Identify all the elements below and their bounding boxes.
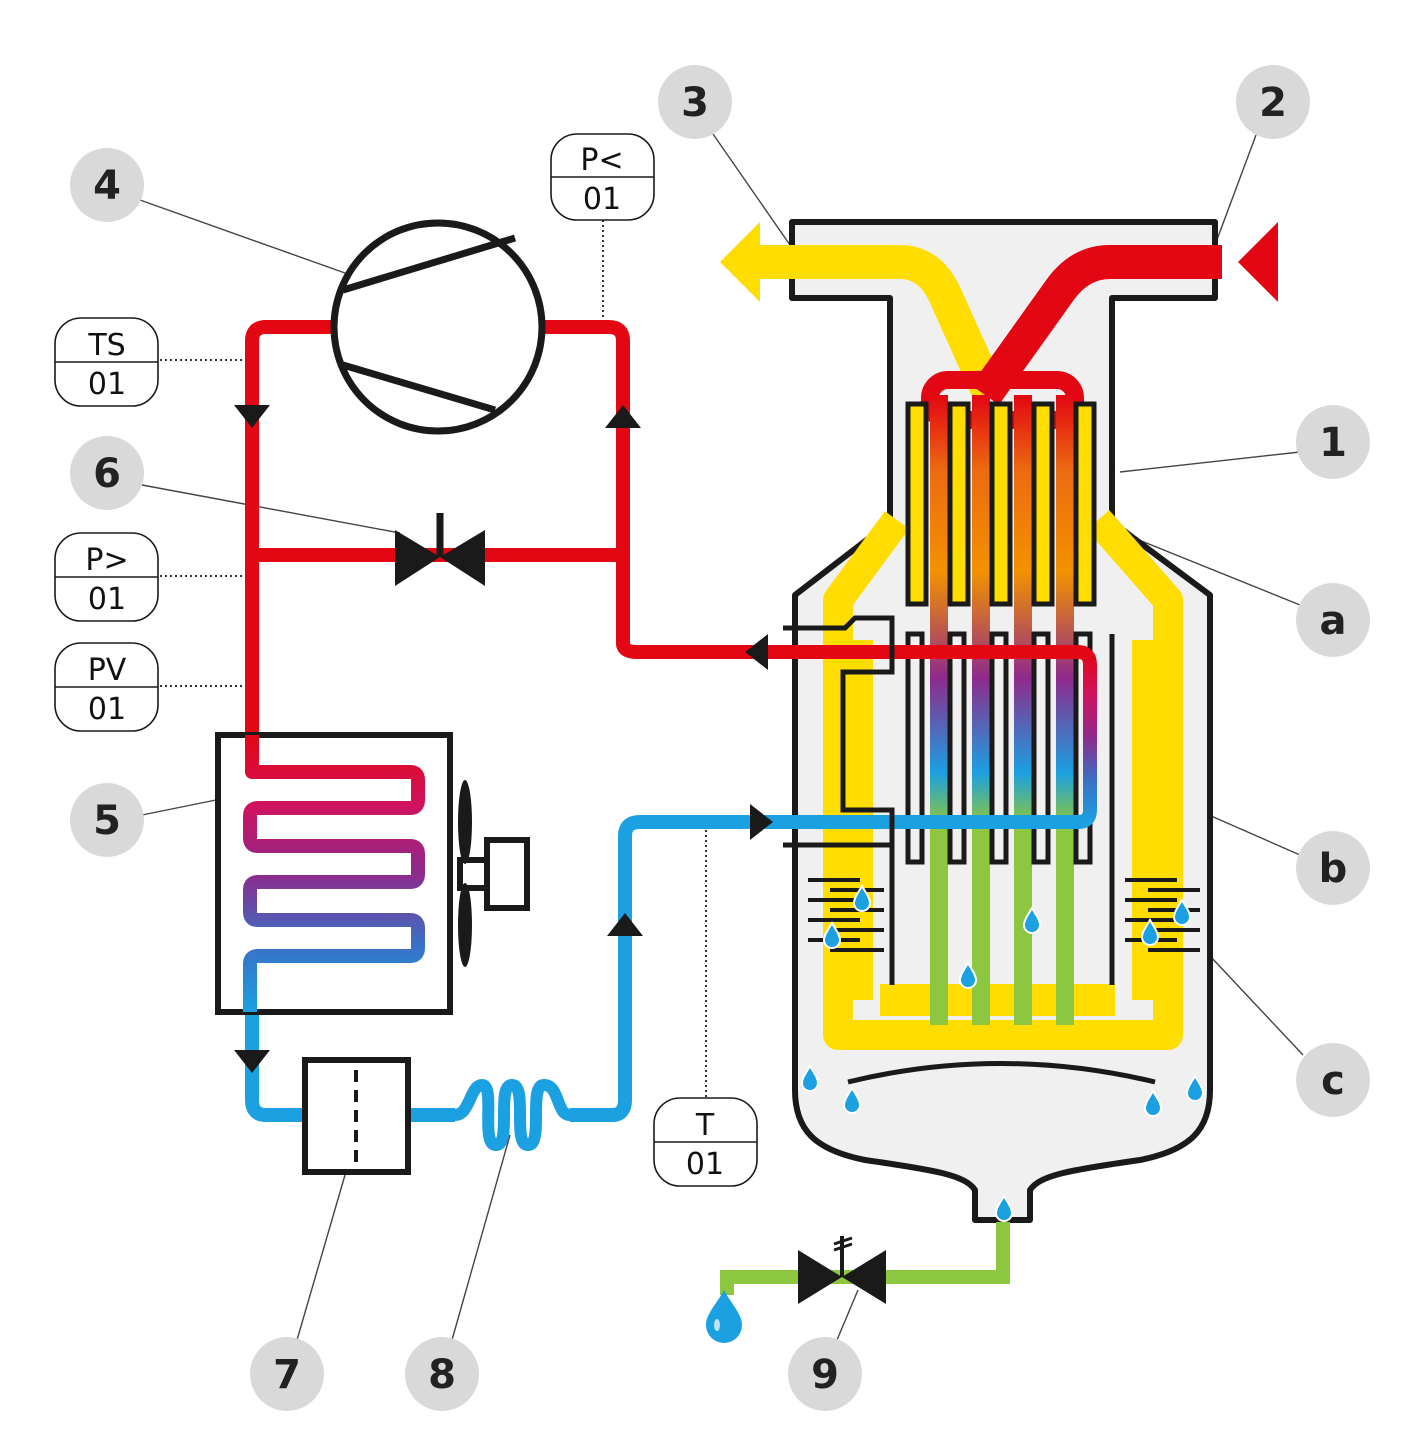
air-inlet-arrow	[1238, 222, 1278, 302]
instrument-tag-p-low: P< 01	[550, 133, 655, 221]
water-drop-icon	[706, 1290, 742, 1343]
svg-text:b: b	[1319, 846, 1348, 892]
callout-7: 7	[250, 1337, 324, 1411]
svg-text:3: 3	[681, 80, 709, 126]
callouts: 3 2 4 1 6 a 5 b c 7 8 9	[70, 65, 1370, 1411]
instrument-tag-t: T 01	[653, 1097, 758, 1187]
svg-text:a: a	[1320, 598, 1347, 644]
flow-arrows	[234, 405, 773, 1073]
svg-text:7: 7	[273, 1352, 301, 1398]
tag-t-top: T	[695, 1108, 715, 1143]
tag-p-high-bottom: 01	[88, 582, 126, 617]
tag-t-bottom: 01	[686, 1147, 724, 1182]
condenser	[215, 732, 453, 1015]
callout-1: 1	[1296, 405, 1370, 479]
air-outlet-arrow	[720, 222, 760, 302]
demister	[808, 878, 1200, 952]
svg-text:8: 8	[428, 1352, 456, 1398]
svg-text:5: 5	[93, 798, 121, 844]
capillary-tube-icon	[449, 1078, 576, 1152]
svg-text:2: 2	[1259, 80, 1287, 126]
drain-valve-icon	[798, 1236, 886, 1304]
callout-5: 5	[70, 783, 144, 857]
instrument-tag-ts: TS 01	[54, 317, 159, 407]
condenser-fan-icon	[457, 780, 530, 967]
separator-baffle	[847, 1061, 1156, 1085]
leader-lines	[139, 133, 1304, 1341]
svg-text:4: 4	[93, 163, 121, 209]
cold-lines	[245, 815, 780, 1122]
svg-text:6: 6	[93, 451, 121, 497]
callout-8: 8	[405, 1337, 479, 1411]
tag-ts-bottom: 01	[88, 367, 126, 402]
callout-9: 9	[788, 1337, 862, 1411]
instrument-tag-pv: PV 01	[54, 642, 159, 732]
callout-b: b	[1296, 831, 1370, 905]
air-to-air-exchanger	[905, 371, 1097, 1025]
tag-p-high-top: P>	[85, 543, 128, 578]
callout-6: 6	[70, 436, 144, 510]
callout-3: 3	[658, 65, 732, 139]
svg-text:1: 1	[1319, 420, 1347, 466]
tag-ts-top: TS	[87, 328, 125, 363]
callout-c: c	[1296, 1043, 1370, 1117]
svg-text:9: 9	[811, 1352, 839, 1398]
evaporator	[780, 615, 1115, 985]
tag-p-low-top: P<	[580, 143, 623, 178]
svg-text:c: c	[1321, 1058, 1345, 1104]
compressor-icon	[330, 219, 546, 435]
tag-p-low-bottom: 01	[583, 182, 621, 217]
bypass-valve-icon	[395, 513, 485, 586]
tag-pv-top: PV	[88, 653, 127, 688]
callout-2: 2	[1236, 65, 1310, 139]
filter-dryer-icon	[302, 1057, 411, 1175]
instrument-signal-lines	[160, 220, 707, 1098]
instrument-tag-p-high: P> 01	[54, 532, 159, 622]
callout-4: 4	[70, 148, 144, 222]
tag-pv-bottom: 01	[88, 692, 126, 727]
hot-air-inlet	[971, 245, 1222, 405]
callout-a: a	[1296, 583, 1370, 657]
